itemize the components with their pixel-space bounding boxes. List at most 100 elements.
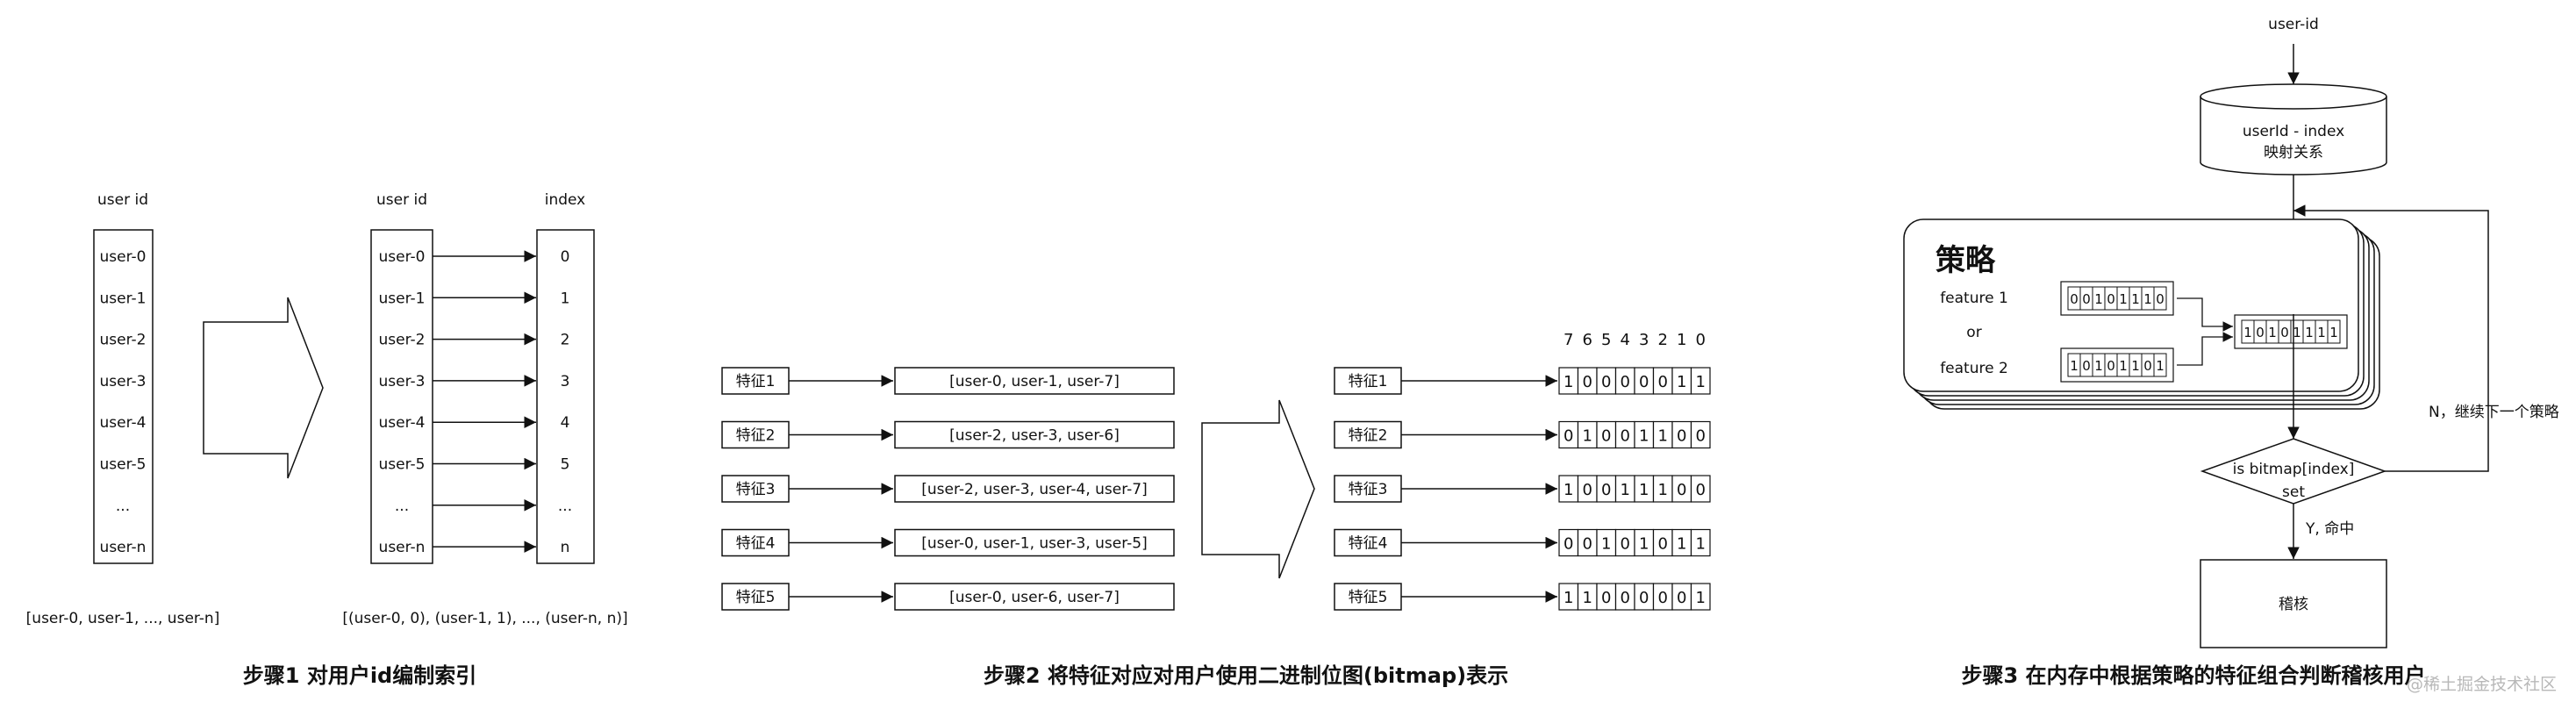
step3-feature2-bit-value: 1 [2156,358,2165,374]
step3-feature2-bit-value: 0 [2082,358,2091,374]
step2-bit-position: 6 [1583,331,1592,349]
step2-feature-box [721,583,790,611]
step1-mid-item: user-n [379,539,426,556]
step3-result-bit-value: 1 [2268,325,2277,340]
step2-bit-cell [1690,367,1711,395]
step3-result-bit-value: 1 [2243,325,2252,340]
step2-userlist-text: [user-2, user-3, user-4, user-7] [921,481,1147,498]
step1-index-item: 1 [561,290,570,307]
step3-database: userId - index 映射关系 [2200,83,2387,175]
step3-result-bit-value: 1 [2329,325,2338,340]
step3-feature1-bit-value: 0 [2107,291,2115,307]
step1-index-column-box [536,229,595,564]
step3-decision-line1: is bitmap[index] [2233,461,2355,478]
step2-bit-cell [1690,475,1711,503]
step2-bit-value: 1 [1639,427,1649,446]
step3-feature1-label: feature 1 [1940,290,2008,307]
step2-row: 特征4 [user-0, user-1, user-3, user-5] 特征4 0 0… [721,528,1711,557]
step1-transform-arrow [203,297,324,479]
step3-no-label: N，继续下一个策略 [2429,404,2559,421]
step1-left-item: user-5 [100,456,147,474]
step2-bit-value: 1 [1658,427,1668,446]
step2-bit-value: 0 [1621,589,1630,607]
step3-section: user-id userId - index 映射关系 策略 feature 1… [1903,16,2559,694]
step1-mid-item: ... [395,498,409,515]
step3-feature1-bit-value: 0 [2156,291,2165,307]
step1-mid-item: user-3 [379,373,426,390]
step2-bit-value: 0 [1677,589,1686,607]
step3-or-label: or [1966,324,1981,341]
step2-feature-box [721,367,790,395]
step3-caption: 步骤3 在内存中根据策略的特征组合判断稽核用户 [1961,663,2425,688]
step3-feature1-bit-value: 1 [2131,291,2140,307]
step3-feature2-bit-value: 0 [2107,358,2115,374]
step2-bit-position: 1 [1677,331,1686,349]
step3-db-line2: 映射关系 [2264,144,2323,161]
step1-left-summary: [user-0, user-1, ..., user-n] [26,610,220,627]
step1-mid-header: user id [376,191,427,209]
step3-audit-label: 稽核 [2279,596,2308,613]
step2-transform-arrow [1201,399,1315,579]
step2-feature-label-right: 特征2 [1349,427,1388,445]
step3-or-arrow-1 [2177,297,2233,332]
step2-feature-label: 特征3 [736,481,776,498]
step3-result-bit-value: 1 [2317,325,2326,340]
step2-feature-label-right: 特征4 [1349,535,1388,553]
step1-left-items: user-0user-1user-2user-3user-4user-5...u… [100,248,147,556]
step2-bit-position: 2 [1658,331,1668,349]
step3-feature1-bit-value: 1 [2143,291,2152,307]
step1-index-item: 3 [561,373,570,390]
step2-feature-label-right: 特征5 [1349,589,1388,606]
step2-bit-value: 0 [1621,535,1630,554]
step2-feature-box [721,420,790,449]
step1-mid-item: user-5 [379,456,426,474]
step2-bit-value: 1 [1563,589,1573,607]
step2-userlist-text: [user-0, user-1, user-7] [949,373,1120,390]
step2-bit-cell [1690,420,1711,449]
step3-feature2-bit-value: 0 [2143,358,2152,374]
step2-bit-value: 0 [1658,535,1668,554]
step2-feature-label: 特征2 [736,427,776,445]
step2-feature-box-right [1334,583,1402,611]
step1-index-item: ... [558,498,572,515]
step2-bit-value: 0 [1601,427,1611,446]
step1-left-item: user-0 [100,248,147,266]
step1-right-summary: [(user-0, 0), (user-1, 1), ..., (user-n,… [342,610,627,627]
step2-feature-box-right [1334,420,1402,449]
step2-bit-value: 0 [1658,589,1668,607]
step3-audit-box [2200,559,2387,648]
step2-bit-value: 0 [1563,427,1573,446]
step3-decision-line2: set [2282,483,2305,501]
step3-feature2-bit-cell [2153,353,2167,377]
step2-feature-label-right: 特征1 [1349,373,1388,390]
step2-feature-label: 特征5 [736,589,776,606]
step2-bit-value: 0 [1621,427,1630,446]
step2-bit-value: 1 [1696,589,1706,607]
step1-index-item: 2 [561,332,570,349]
step2-feature-label: 特征4 [736,535,776,553]
step1-mid-item: user-2 [379,332,426,349]
step2-bit-value: 1 [1639,535,1649,554]
step2-feature-box-right [1334,528,1402,557]
step2-userlist-box [894,583,1175,611]
step2-bit-value: 1 [1639,481,1649,499]
step3-feature1-bit-value: 1 [2094,291,2103,307]
step1-section: user id user-0user-1user-2user-3user-4us… [26,191,628,688]
step2-bit-cell [1690,583,1711,611]
step2-bit-cell [1690,528,1711,557]
step2-bit-value: 0 [1601,589,1611,607]
step2-bit-value: 1 [1621,481,1630,499]
step2-bit-value: 1 [1563,373,1573,391]
step2-userlist-text: [user-0, user-1, user-3, user-5] [921,535,1147,553]
step2-userlist-text: [user-0, user-6, user-7] [949,589,1120,606]
step2-bit-position: 5 [1601,331,1611,349]
step3-feature1-bit-value: 0 [2070,291,2079,307]
